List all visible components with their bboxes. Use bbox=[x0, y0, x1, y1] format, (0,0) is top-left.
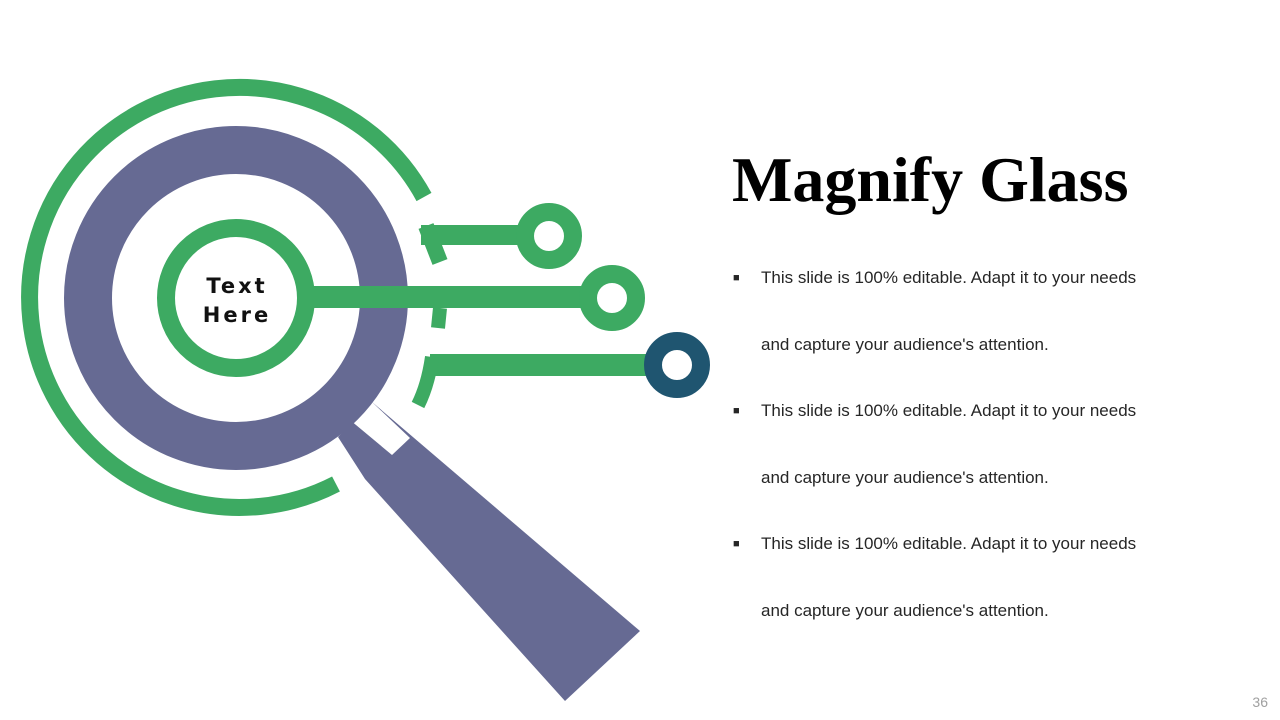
slide-title: Magnify Glass bbox=[732, 144, 1129, 215]
center-label-line1: Text bbox=[206, 274, 268, 298]
magnifying-glass-graphic bbox=[21, 78, 710, 701]
bullet-item-1: ■ This slide is 100% editable. Adapt it … bbox=[730, 261, 1230, 395]
bullet-list: ■ This slide is 100% editable. Adapt it … bbox=[730, 262, 1230, 661]
square-bullet-icon: ■ bbox=[733, 538, 740, 550]
handle-gap bbox=[350, 402, 410, 455]
middle-connector-node bbox=[579, 265, 645, 331]
magnifier-handle bbox=[338, 402, 640, 701]
bullet-1-line1: This slide is 100% editable. Adapt it to… bbox=[761, 268, 1137, 287]
bullet-2-line1: This slide is 100% editable. Adapt it to… bbox=[761, 401, 1137, 420]
bottom-connector-node bbox=[644, 332, 710, 398]
bullet-item-2: ■ This slide is 100% editable. Adapt it … bbox=[730, 394, 1230, 528]
middle-connector-arc bbox=[431, 307, 447, 329]
bullet-3-line1: This slide is 100% editable. Adapt it to… bbox=[761, 534, 1137, 553]
bullet-1-line2: and capture your audience's attention. bbox=[761, 335, 1049, 354]
top-connector-node bbox=[516, 203, 582, 269]
center-label-line2: Here bbox=[202, 303, 272, 327]
bullet-2-line2: and capture your audience's attention. bbox=[761, 468, 1049, 487]
page-number: 36 bbox=[1252, 694, 1268, 710]
square-bullet-icon: ■ bbox=[733, 272, 740, 284]
bullet-item-3: ■ This slide is 100% editable. Adapt it … bbox=[730, 527, 1230, 661]
bottom-connector-arc bbox=[411, 355, 439, 409]
bullet-3-line2: and capture your audience's attention. bbox=[761, 601, 1049, 620]
top-connector-arc bbox=[418, 223, 448, 265]
square-bullet-icon: ■ bbox=[733, 405, 740, 417]
outer-green-arc bbox=[21, 78, 432, 516]
center-label: Text Here bbox=[178, 272, 296, 330]
